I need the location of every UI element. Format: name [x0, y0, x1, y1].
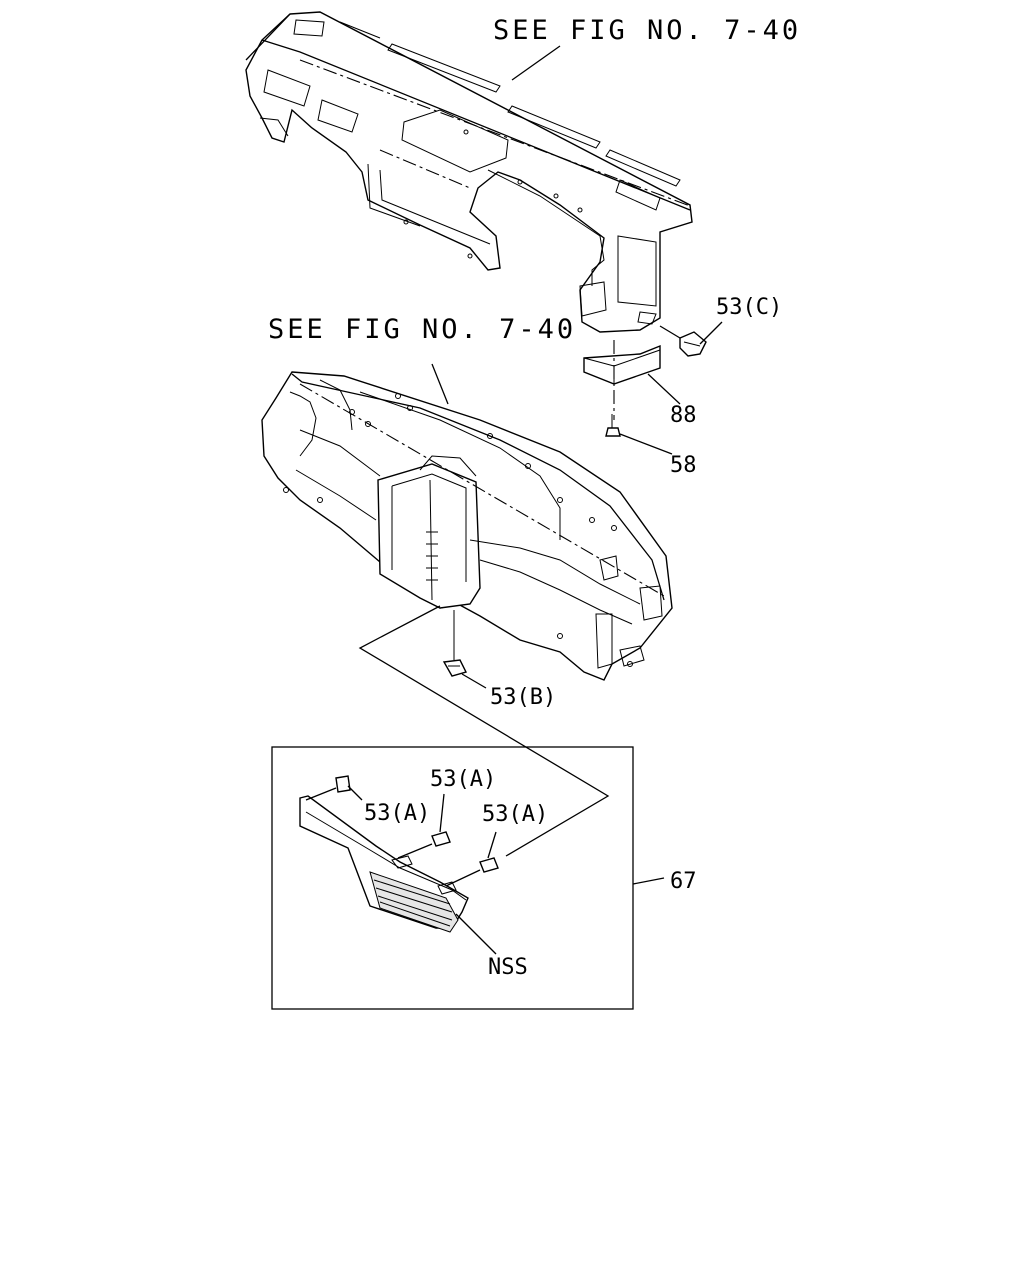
bracket-88 — [583, 340, 681, 420]
screw-58 — [605, 414, 673, 455]
clip-53a-2 — [397, 793, 451, 859]
label-clip-53a-3: 53(A) — [482, 802, 548, 827]
clip-53a-3 — [445, 831, 499, 887]
label-screw-58: 58 — [670, 453, 697, 478]
centerline-middle — [299, 383, 665, 597]
leader-ref-lower — [431, 363, 449, 405]
label-assembly-67: 67 — [670, 869, 697, 894]
label-clip-53a-2: 53(A) — [430, 767, 496, 792]
instrument-panel — [245, 11, 693, 333]
connection-lines — [358, 605, 610, 857]
label-ref-upper: SEE FIG NO. 7-40 — [493, 15, 801, 46]
label-ref-lower: SEE FIG NO. 7-40 — [268, 314, 576, 345]
lower-cover — [299, 795, 469, 933]
clip-53a-1 — [305, 775, 363, 801]
centerline-upper — [299, 59, 691, 207]
label-nss: NSS — [488, 955, 528, 980]
cross-member — [261, 371, 673, 681]
clip-53c — [659, 321, 723, 357]
leader-67 — [632, 877, 665, 885]
label-clip-53c: 53(C) — [716, 295, 782, 320]
clip-53b — [442, 610, 487, 689]
label-clip-53b: 53(B) — [490, 685, 556, 710]
label-clip-53a-1: 53(A) — [364, 801, 430, 826]
label-bracket-88: 88 — [670, 403, 697, 428]
assembly-box — [271, 746, 634, 1010]
leader-nss — [455, 913, 497, 955]
centerline-upper-2 — [379, 149, 471, 189]
leader-ref-upper — [511, 45, 561, 81]
